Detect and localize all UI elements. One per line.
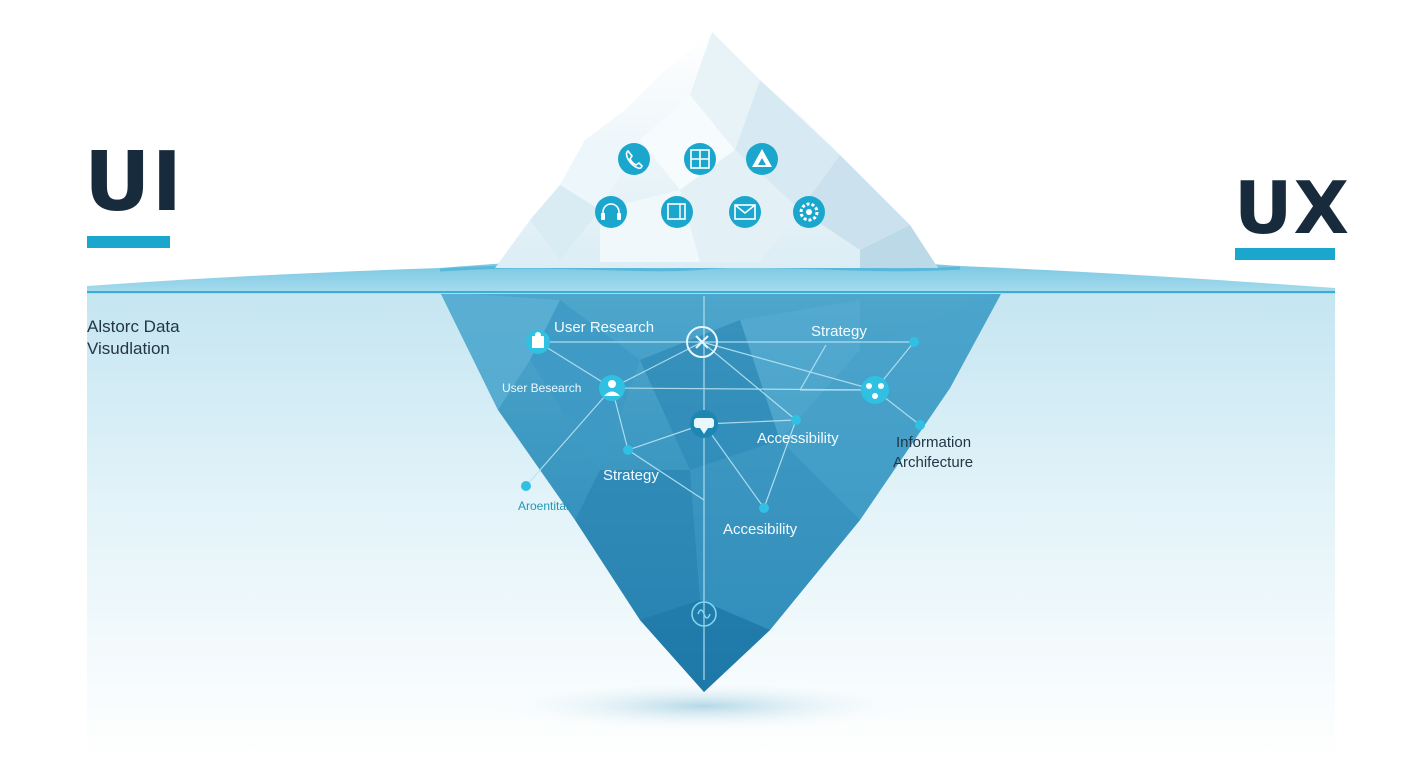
label-user-research-top: User Research bbox=[554, 319, 654, 336]
label-strategy-top: Strategy bbox=[811, 323, 867, 340]
label-accessibility-low: Accesibility bbox=[723, 521, 798, 538]
user-icon bbox=[599, 375, 625, 401]
network-icon bbox=[861, 376, 889, 404]
ui-heading: UI bbox=[84, 135, 184, 230]
label-aroenntilar: Aroentitar bbox=[518, 499, 570, 513]
label-strategy-mid: Strategy bbox=[603, 467, 659, 484]
seabed-shadow bbox=[484, 680, 924, 732]
network-lines bbox=[525, 296, 921, 680]
side-note-line1: Alstorc Data bbox=[87, 317, 180, 336]
ux-heading: UX bbox=[1234, 166, 1350, 250]
window-icon bbox=[661, 196, 693, 228]
close-icon bbox=[686, 326, 718, 358]
mail-icon bbox=[729, 196, 761, 228]
ux-underline bbox=[1235, 248, 1335, 260]
headset-icon bbox=[595, 196, 627, 228]
phone-icon bbox=[618, 143, 650, 175]
label-accessibility-mid: Accessibility bbox=[757, 430, 839, 447]
triangle-logo-icon bbox=[746, 143, 778, 175]
side-note: Alstorc Data Visudlation bbox=[87, 316, 180, 360]
label-user-research-left: User Besearch bbox=[502, 381, 581, 395]
side-note-line2: Visudlation bbox=[87, 339, 170, 358]
iceberg-tip bbox=[495, 32, 938, 268]
network-nodes bbox=[521, 337, 925, 513]
grid-icon bbox=[684, 143, 716, 175]
gear-icon bbox=[793, 196, 825, 228]
water-surface bbox=[87, 257, 1335, 294]
vr-icon bbox=[690, 410, 718, 438]
puzzle-icon bbox=[526, 330, 550, 354]
brain-icon bbox=[691, 601, 717, 627]
label-information: Information bbox=[896, 434, 971, 451]
ui-underline bbox=[87, 236, 170, 248]
label-architecture: Archifecture bbox=[893, 454, 973, 471]
